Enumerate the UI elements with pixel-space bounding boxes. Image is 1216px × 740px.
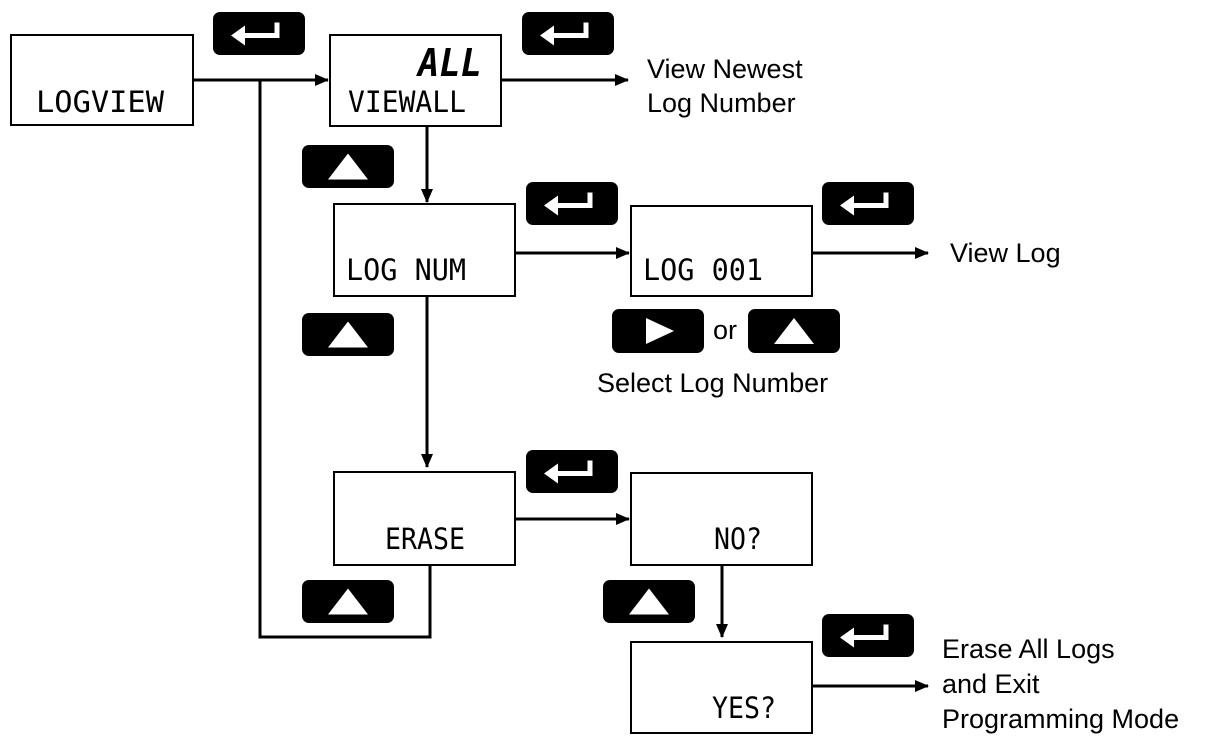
screen-lognum-text: LOG NUM	[346, 253, 466, 287]
up-button-icon	[748, 309, 840, 353]
up-button-icon	[302, 145, 394, 188]
screen-no: NO?	[630, 472, 813, 566]
label-view-log: View Log	[950, 238, 1061, 268]
enter-button-icon	[822, 182, 914, 225]
enter-button-icon	[213, 12, 305, 55]
label-select-log-number: Select Log Number	[597, 368, 828, 398]
right-button-icon	[612, 309, 704, 353]
screen-log001-text: LOG 001	[643, 253, 763, 287]
enter-button-icon	[526, 450, 618, 493]
up-button-icon	[603, 580, 695, 623]
screen-erase-text: ERASE	[385, 522, 465, 556]
screen-viewall: ALL VIEWALL	[329, 34, 502, 127]
screen-logview: LOGVIEW	[10, 34, 194, 126]
up-button-icon	[302, 313, 394, 356]
label-view-newest-line2: Log Number	[647, 88, 796, 118]
screen-yes: YES?	[630, 641, 813, 734]
screen-viewall-text: VIEWALL	[348, 85, 466, 119]
screen-lognum: LOG NUM	[333, 203, 516, 297]
screen-no-text: NO?	[714, 522, 762, 556]
up-button-icon	[302, 580, 394, 623]
erase-return-loop	[258, 80, 432, 639]
label-erase-all-line1: Erase All Logs	[942, 634, 1115, 664]
screen-logview-text: LOGVIEW	[36, 85, 165, 119]
screen-yes-text: YES?	[712, 691, 776, 725]
connectors	[193, 74, 929, 692]
screen-viewall-top-text: ALL	[415, 41, 482, 85]
label-erase-all-line3: Programming Mode	[942, 704, 1179, 734]
label-erase-all-line2: and Exit	[942, 669, 1040, 699]
label-view-newest-line1: View Newest	[647, 54, 803, 84]
screen-log001: LOG 001	[630, 205, 813, 297]
enter-button-icon	[526, 182, 618, 225]
enter-button-icon	[822, 614, 914, 657]
label-or: or	[713, 315, 737, 345]
screen-erase: ERASE	[333, 471, 516, 566]
enter-button-icon	[522, 12, 614, 55]
